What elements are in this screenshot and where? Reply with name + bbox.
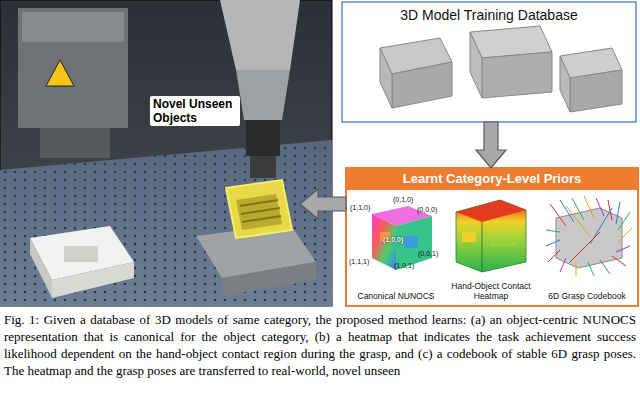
grasp-codebook [546,196,632,276]
box-heading: 3D Model Training Database [342,2,636,24]
database-box: 3D Model Training Database [342,2,636,122]
coordinate-label: (0,1,0) [393,196,413,204]
block-arrow [476,122,506,168]
figure-caption: Fig. 1: Given a database of 3D models of… [4,311,636,379]
box-heading: Learnt Category-Level Priors [346,168,638,187]
coordinate-label: (1,0,0) [383,236,403,244]
model-database-art [342,2,636,122]
contact-heatmap [456,200,526,272]
coordinate-label: (1,0,1) [394,262,414,270]
coordinate-label: (0,0,1) [418,250,438,258]
panel-caption: 6D Grasp Codebook [542,291,632,301]
box-heading: Novel Unseen Objects [150,96,240,126]
prior-panel: 6D Grasp Codebook [542,194,632,304]
panel-caption: Canonical NUNOCS [352,291,440,301]
prior-panel: Hand-Object Contact Heatmap [446,194,536,304]
panel-caption: Hand-Object Contact Heatmap [446,281,536,301]
coordinate-label: (1,1,1) [349,258,369,266]
nunocs-cube [372,206,432,270]
block-arrow [300,189,346,219]
coordinate-label: (0,0,0) [417,206,437,214]
coordinate-label: (1,1,0) [350,204,370,212]
robot-photo [0,0,332,306]
priors-frame [346,168,638,306]
object-callout: Novel Unseen Objects [150,96,300,240]
